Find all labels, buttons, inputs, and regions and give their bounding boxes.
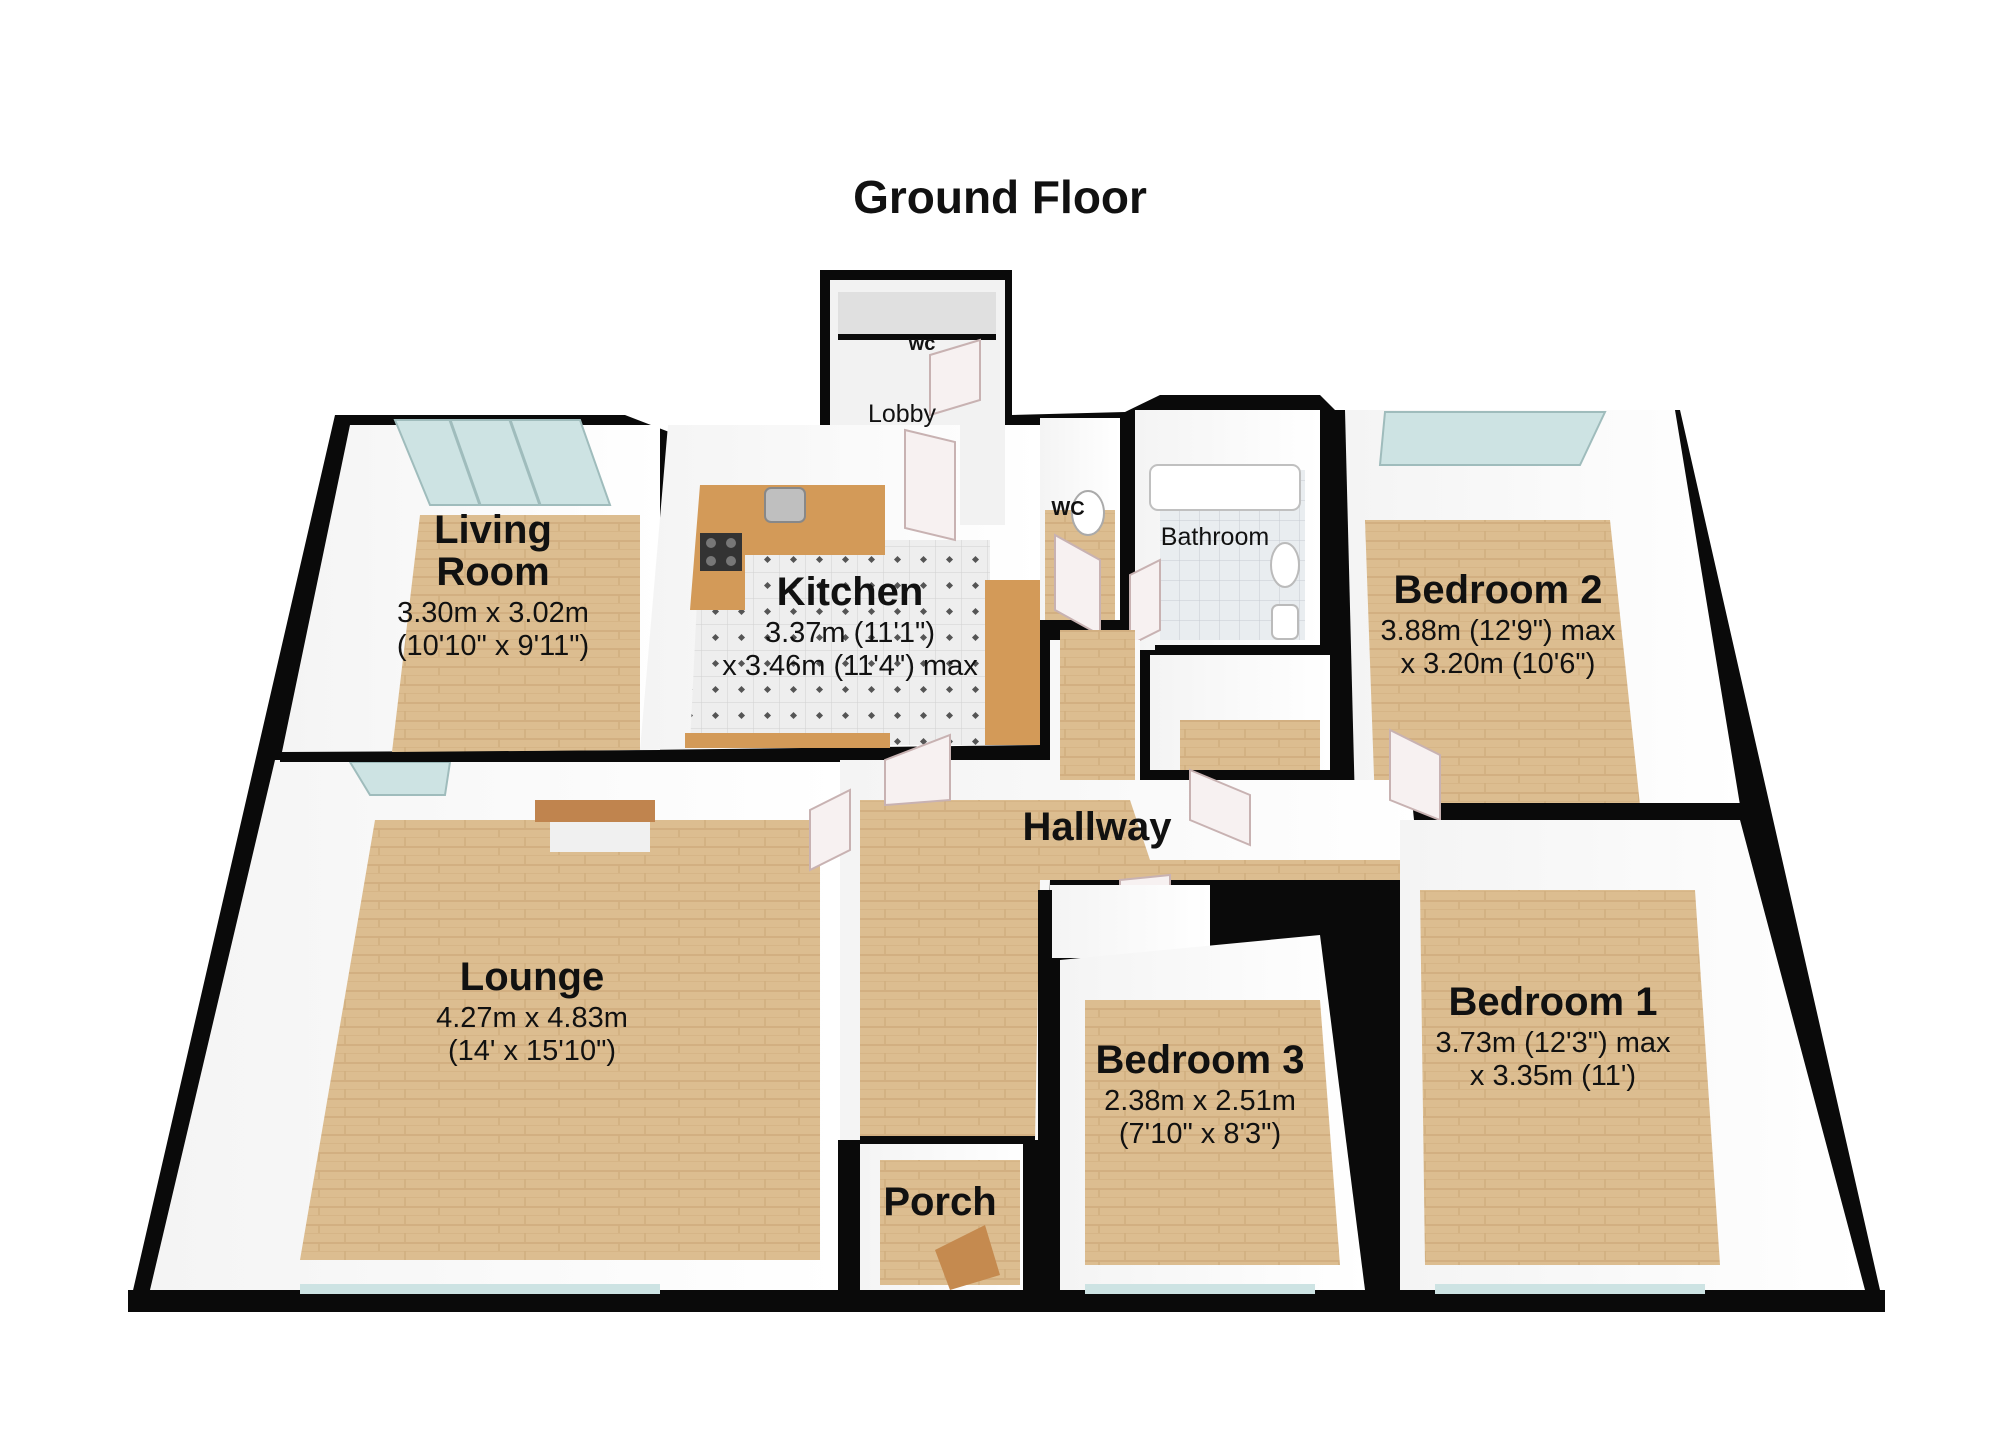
lobby-area [830, 280, 1005, 525]
kitchen-label: Kitchen 3.37m (11'1") x 3.46m (11'4") ma… [722, 570, 978, 682]
living-room-floor [392, 515, 640, 752]
hallway-door-2 [884, 733, 951, 807]
bedroom1-front-window [1435, 1284, 1705, 1294]
bedroom1-dim-2: x 3.35m (11') [1470, 1060, 1636, 1092]
living-room-dim-1: 3.30m x 3.02m [397, 597, 589, 629]
lounge-dim-2: (14' x 15'10") [448, 1035, 616, 1067]
bedroom2-dim-2: x 3.20m (10'6") [1401, 648, 1596, 680]
wc-upper-room [838, 292, 996, 337]
bedroom1-dim-1: 3.73m (12'3") max [1435, 1027, 1671, 1059]
bedroom1-label: Bedroom 1 3.73m (12'3") max x 3.35m (11'… [1435, 980, 1671, 1092]
lounge-label: Lounge 4.27m x 4.83m (14' x 15'10") [436, 955, 628, 1067]
lounge-floor [300, 820, 820, 1260]
kitchen-floor [690, 540, 990, 745]
bathroom-bath [1149, 464, 1301, 511]
porch-label: Porch [883, 1180, 996, 1224]
bathroom-toilet [1271, 604, 1299, 640]
lobby-label: Lobby [868, 400, 937, 428]
bedroom3-label: Bedroom 3 2.38m x 2.51m (7'10" x 8'3") [1096, 1038, 1305, 1150]
bottom-wall [128, 1290, 1885, 1312]
bathroom-door [1129, 558, 1161, 647]
bedroom3-floor [1085, 1000, 1340, 1265]
bedroom3-name: Bedroom 3 [1096, 1038, 1305, 1082]
living-room-name-2: Room [436, 550, 549, 594]
porch-front-door [935, 1225, 1000, 1290]
living-room-label: Living Room 3.30m x 3.02m (10'10" x 9'11… [397, 508, 589, 662]
lounge-hearth [550, 822, 650, 852]
bedroom3-dim-2: (7'10" x 8'3") [1119, 1118, 1281, 1150]
kitchen-dim-1: 3.37m (11'1") [765, 617, 935, 649]
lounge-front-window [300, 1284, 660, 1294]
bedroom2-dim-1: 3.88m (12'9") max [1380, 615, 1616, 647]
living-room-name-1: Living [434, 508, 552, 552]
kitchen-worktop-right [985, 580, 1040, 745]
living-room-dim-2: (10'10" x 9'11") [397, 630, 589, 662]
kitchen-worktop-top [690, 485, 885, 610]
wc-upper-label: wc [908, 333, 936, 355]
bedroom2-window [1378, 411, 1607, 466]
wc-upper-door [929, 338, 981, 417]
kitchen-hob [700, 533, 742, 571]
hallway-floor [860, 800, 1400, 1140]
kitchen-sink [764, 487, 806, 523]
bathroom-floor [1160, 470, 1305, 640]
lobby-door [904, 428, 956, 542]
hallway-door-1 [809, 788, 851, 872]
floor-title: Ground Floor [853, 171, 1147, 223]
bedroom3-front-window [1085, 1284, 1315, 1294]
lounge-dim-1: 4.27m x 4.83m [436, 1002, 628, 1034]
lounge-fireplace [535, 800, 655, 822]
kitchen-name: Kitchen [777, 570, 924, 614]
hallway-door-3 [1189, 768, 1251, 847]
hallway-cupboard [1050, 885, 1210, 960]
kitchen-dim-2: x 3.46m (11'4") max [722, 650, 978, 682]
bedroom2-label: Bedroom 2 3.88m (12'9") max x 3.20m (10'… [1380, 568, 1616, 680]
cupboard-floor [1180, 720, 1320, 770]
kitchen-worktop-bottom [685, 733, 890, 748]
wc-lower-toilet [1071, 490, 1105, 536]
bedroom2-floor [1365, 520, 1640, 805]
living-room-window [393, 419, 612, 506]
hallway-label: Hallway [1023, 805, 1173, 849]
bedroom3-dim-1: 2.38m x 2.51m [1104, 1085, 1296, 1117]
bathroom-basin [1270, 542, 1300, 588]
bathroom-label: Bathroom [1161, 523, 1269, 551]
wc-lower-label: WC [1051, 498, 1084, 520]
lounge-name: Lounge [460, 955, 604, 999]
bedroom2-name: Bedroom 2 [1394, 568, 1603, 612]
hallway-floor-upper [1060, 630, 1135, 780]
bedroom1-name: Bedroom 1 [1449, 980, 1658, 1024]
bedroom1-floor [1420, 890, 1720, 1265]
